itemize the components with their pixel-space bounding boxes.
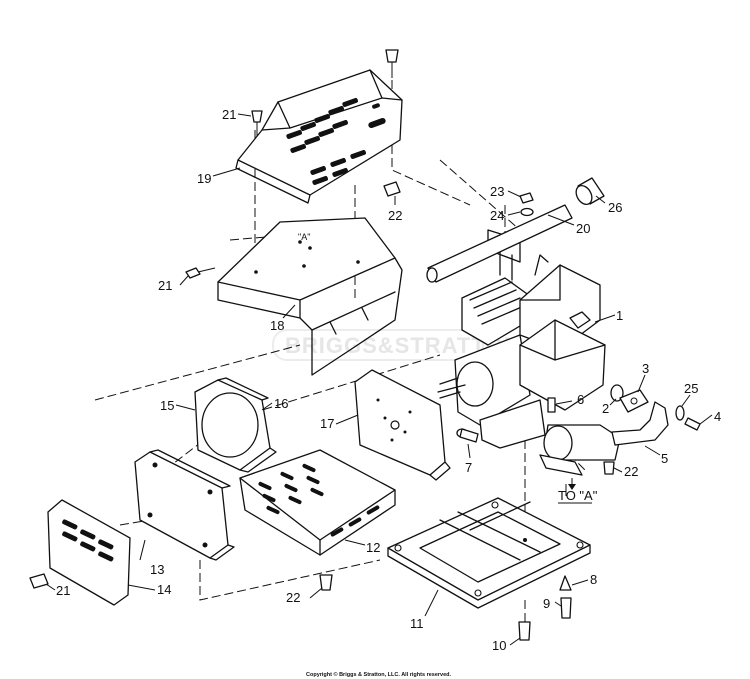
callout-26: 26 — [608, 200, 622, 215]
callout-11: 11 — [410, 616, 424, 631]
bolt-21-bottom — [29, 573, 49, 589]
callout-25: 25 — [684, 381, 698, 396]
callout-17: 17 — [320, 416, 334, 431]
callout-5: 5 — [661, 451, 668, 466]
callout-8: 8 — [590, 572, 597, 587]
part-6-stud — [547, 397, 556, 413]
callout-22-lower: 22 — [286, 590, 300, 605]
bolt-22-right — [603, 461, 615, 475]
part-13-front-housing — [134, 449, 235, 561]
callout-6: 6 — [577, 392, 584, 407]
bolt-top-center — [385, 49, 399, 78]
shroud-vent-slots — [258, 463, 380, 537]
callout-15: 15 — [160, 398, 174, 413]
callout-21-middle: 21 — [158, 278, 172, 293]
part-14-front-panel — [47, 499, 131, 606]
callout-9: 9 — [543, 596, 550, 611]
bolt-21-middle — [185, 267, 216, 279]
part-20-tube — [426, 204, 573, 283]
part-11-base-plate — [387, 497, 591, 609]
callout-22-right: 22 — [624, 464, 638, 479]
callout-4: 4 — [714, 409, 721, 424]
callout-20: 20 — [576, 221, 590, 236]
part-3-flange — [619, 389, 649, 413]
callout-10: 10 — [492, 638, 506, 653]
part-23-24-nut-washer — [519, 192, 534, 217]
callout-18: 18 — [270, 318, 284, 333]
callout-19: 19 — [197, 171, 211, 186]
bolt-22-lower — [319, 574, 333, 591]
part-16-adapter-ring — [194, 377, 277, 473]
part-18-upper-shroud — [217, 217, 403, 376]
part-5-muffler — [539, 401, 669, 476]
part-25-washer — [675, 405, 685, 421]
part-1-engine — [437, 229, 606, 449]
copyright-notice: Copyright © Briggs & Stratton, LLC. All … — [306, 671, 452, 678]
callout-13: 13 — [150, 562, 164, 577]
callout-7: 7 — [465, 460, 472, 475]
callout-23: 23 — [490, 184, 504, 199]
part-9-bolt — [560, 597, 572, 619]
to-a-marker: TO "A" — [558, 478, 598, 504]
callout-14: 14 — [157, 582, 171, 597]
callout-numbers: 1 2 3 4 5 6 7 8 9 10 11 12 13 14 15 16 1… — [56, 107, 721, 653]
bolt-22-upper — [383, 181, 401, 197]
callout-3: 3 — [642, 361, 649, 376]
bolt-21-top — [251, 110, 263, 136]
callout-22-upper: 22 — [388, 208, 402, 223]
callout-24: 24 — [490, 208, 504, 223]
callout-2: 2 — [602, 401, 609, 416]
callout-12: 12 — [366, 540, 380, 555]
callout-leader-lines — [45, 113, 713, 646]
part-17-back-plate — [354, 369, 451, 481]
callout-21-bottom: 21 — [56, 583, 70, 598]
a-reference-mark: "A" — [298, 232, 310, 242]
part-8-grommet — [559, 575, 572, 591]
guard-vent-slots — [286, 97, 386, 185]
callout-1: 1 — [616, 308, 623, 323]
part-26-cap — [575, 177, 605, 205]
part-12-lower-shroud — [239, 449, 396, 556]
part-7-fitting — [456, 428, 479, 443]
callout-21-top: 21 — [222, 107, 236, 122]
part-4-bolt — [684, 417, 701, 431]
to-a-label: TO "A" — [558, 488, 598, 503]
part-19-muffler-guard — [235, 69, 403, 204]
part-2-gasket — [610, 384, 624, 402]
callout-16: 16 — [274, 396, 288, 411]
part-10-bolt — [518, 621, 531, 641]
